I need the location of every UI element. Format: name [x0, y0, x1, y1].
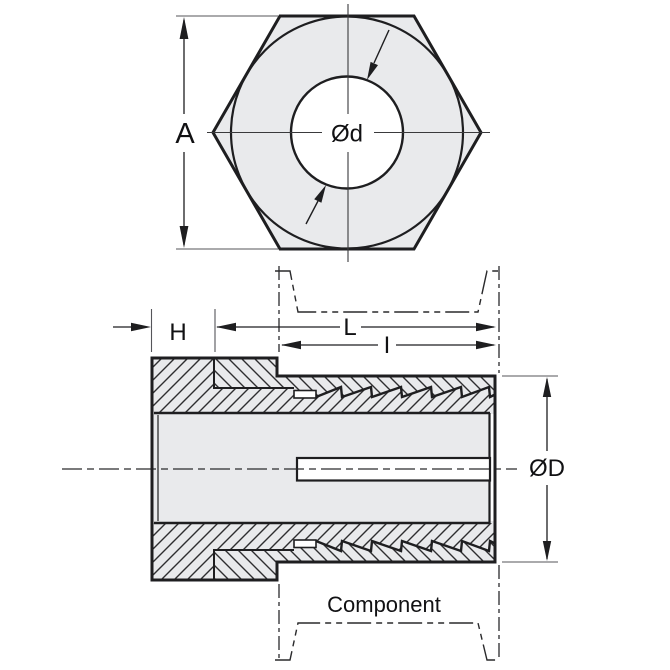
insert-outline: [150, 356, 497, 582]
bore-edges: [154, 411, 490, 525]
dim-l-label: L: [343, 314, 356, 341]
dim-a-extension-lines: [176, 15, 278, 250]
dim-a-arrow-up: [179, 17, 189, 39]
dim-l-arrow-right: [476, 322, 496, 332]
dim-od-arrow-up: [542, 377, 552, 397]
bore-end-gap: [490, 414, 494, 521]
component-outline: [275, 266, 500, 661]
relief-notch-bottom: [293, 539, 317, 549]
dim-od-label: ØD: [529, 455, 565, 482]
dim-od: [502, 375, 558, 563]
barb-teeth-top: [315, 385, 495, 399]
dim-i-arrow-right: [476, 340, 496, 350]
dim-i: [281, 340, 496, 350]
dim-i-label: I: [384, 332, 391, 359]
barb-teeth-bottom: [315, 539, 495, 553]
dim-od-extension-lines: [502, 375, 558, 563]
bore-diameter-label: Ød: [331, 121, 363, 148]
dim-l-arrow-left: [216, 322, 236, 332]
component-surface-bottom: [275, 622, 498, 661]
dim-a-arrow-down: [179, 226, 189, 248]
dim-i-arrow-left: [281, 340, 301, 350]
dim-h-label: H: [169, 319, 186, 346]
barb-boundary-bottom: [213, 549, 294, 580]
bore-leader-arrow-bottom: [305, 185, 326, 225]
dim-a: [176, 15, 278, 250]
barb-boundary-top: [213, 358, 294, 389]
component-surface-top: [275, 270, 498, 313]
center-crosshair: [207, 4, 490, 262]
insert-section-view: H L I ØD Component: [62, 266, 565, 661]
dim-od-arrow-down: [542, 541, 552, 561]
dim-h-extension-lines: [150, 309, 216, 352]
dim-a-label: A: [175, 118, 195, 150]
dim-h: [113, 309, 216, 352]
hex-nut-top-view: A Ød: [175, 4, 490, 262]
component-label: Component: [327, 592, 441, 617]
bore-leader-arrow-top: [367, 29, 390, 80]
relief-notch-top: [293, 389, 317, 399]
dim-l: [216, 322, 496, 332]
dim-h-arrow: [131, 322, 151, 332]
